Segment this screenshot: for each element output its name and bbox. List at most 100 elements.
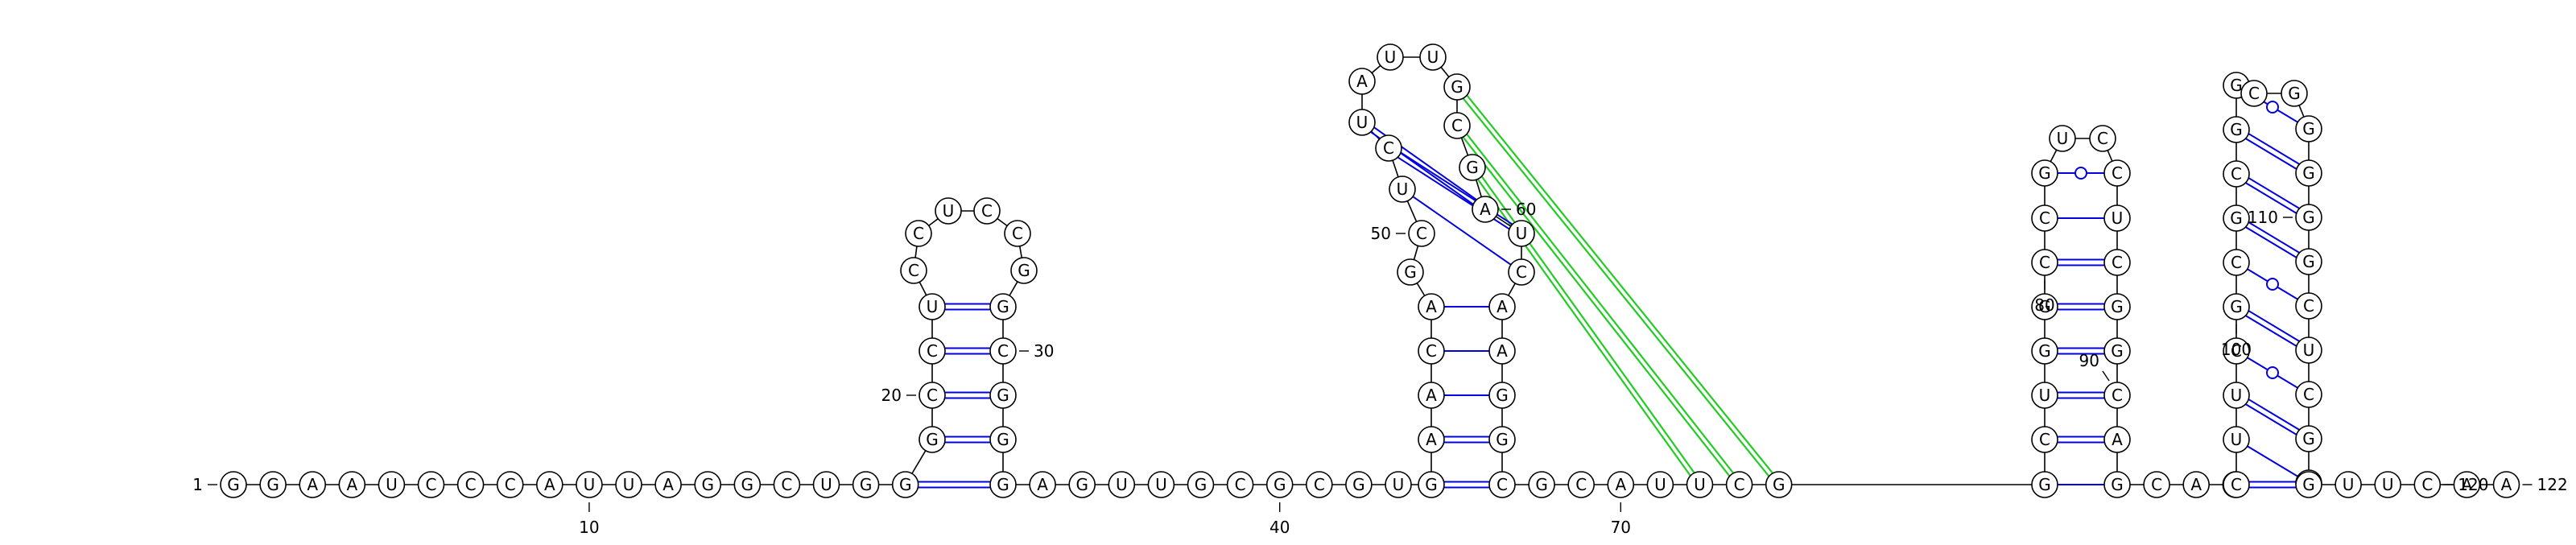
position-label: 122 [2537,475,2568,494]
position-label: 90 [2079,351,2099,370]
nucleotide-circle [919,337,946,365]
nucleotide-node: C [2413,471,2442,498]
nucleotide-node: G [2103,293,2131,320]
nucleotide-circle [1488,337,1516,365]
nucleotide-circle [2295,115,2322,142]
nucleotide-letter: C [426,475,437,494]
nucleotide-circle [1443,73,1471,101]
nucleotide-node: G [2223,204,2250,232]
nucleotide-circle [2223,116,2250,143]
nucleotide-letter: C [1012,224,1023,243]
nucleotide-letter: C [927,386,938,405]
nucleotide-circle [919,293,946,320]
nucleotide-letter: G [1451,77,1463,97]
nucleotide-letter: C [2039,430,2050,449]
nucleotide-circle [2031,159,2058,187]
position-label: 120 [2458,475,2488,494]
nucleotide-node: G [2031,471,2058,498]
nucleotide-letter: C [2231,475,2242,494]
nucleotide-circle [1607,471,1635,498]
nucleotide-node: C [1418,337,1445,365]
nucleotide-letter: G [2038,297,2051,316]
nucleotide-letter: U [1516,224,1528,243]
nucleotide-circle [654,471,682,498]
nucleotide-letter: C [2248,84,2260,103]
nucleotide-circle [989,426,1017,453]
nucleotide-node: C [2031,249,2058,276]
nucleotide-node: G [1488,382,1516,409]
nucleotide-node: A [1472,196,1499,223]
nucleotide-letter: U [386,475,398,494]
nucleotide-circle [2223,293,2250,320]
nucleotide-circle [1226,471,1254,498]
nucleotide-letter: U [1427,47,1439,67]
nucleotide-node: C [2103,382,2131,409]
nucleotide-node: C [1508,258,1535,286]
nucleotide-circle [2049,125,2076,152]
nucleotide-letter: C [2421,475,2433,494]
nucleotide-node: G [220,471,247,498]
nucleotide-letter: G [997,475,1009,494]
nucleotide-letter: G [2302,252,2315,271]
nucleotide-circle [2334,471,2362,498]
nucleotide-letter: U [2382,475,2394,494]
nucleotide-circle [1108,471,1136,498]
nucleotide-node: A [2492,471,2520,498]
nucleotide-letter: U [1397,180,1409,199]
nucleotide-letter: U [927,297,939,316]
nucleotide-node: C [456,471,485,498]
nucleotide-circle [900,257,927,284]
nucleotide-node: G [2223,116,2250,143]
nucleotide-circle [2031,293,2058,320]
nucleotide-circle [1306,471,1333,498]
nucleotide-circle [2223,382,2250,409]
nucleotide-circle [2103,159,2131,187]
nucleotide-node: G [1010,257,1038,284]
nucleotide-node: U [1508,220,1535,247]
nucleotide-node: A [1418,382,1445,409]
gc-pair-line [2248,133,2300,165]
nucleotide-node: U [1377,43,1404,71]
nucleotide-letter: G [2302,163,2315,183]
nucleotide-letter: G [997,386,1009,405]
nucleotide-circle [2295,425,2322,452]
nucleotide-letter: G [1018,261,1030,280]
nucleotide-circle [1646,471,1674,498]
nucleotide-circle [2031,249,2058,276]
nucleotide-circle [1488,426,1516,453]
nucleotide-node: C [1725,471,1753,498]
nucleotide-node: G [1187,471,1215,498]
nucleotide-letter: G [2288,84,2301,103]
nucleotide-letter: G [2111,297,2124,316]
nucleotide-letter: G [1466,158,1479,177]
nucleotide-letter: A [1037,475,1048,494]
nucleotide-circle [1348,109,1376,136]
nucleotide-circle [2089,125,2116,152]
nucleotide-letter: A [544,475,555,494]
nucleotide-letter: G [899,475,912,494]
nucleotide-node: G [2295,248,2322,275]
nucleotide-node: U [1686,471,1714,498]
nucleotide-letter: G [1075,475,1088,494]
nucleotide-circle [1147,471,1175,498]
nucleotide-letter: G [1404,262,1417,282]
position-label: 60 [1516,200,1536,219]
position-label: 100 [2221,340,2252,359]
nucleotide-circle [773,471,801,498]
gc-pair-line [2245,182,2297,214]
position-label: 50 [1371,224,1391,243]
gc-pair-line [2245,315,2297,347]
nucleotide-node: U [919,293,946,320]
nucleotide-circle [2295,204,2322,231]
nucleotide-circle [2413,471,2442,498]
nucleotide-letter: G [2302,208,2315,227]
nucleotide-circle [2103,249,2131,276]
nucleotide-node: U [1348,109,1376,136]
wobble-pair-marker [2266,366,2279,379]
nucleotide-letter: A [2501,475,2512,494]
nucleotide-letter: C [1383,138,1394,158]
nucleotide-circle [905,220,932,247]
nucleotide-letter: A [1426,430,1437,449]
nucleotide-node: C [1004,220,1031,247]
nucleotide-letter: U [2231,430,2243,449]
